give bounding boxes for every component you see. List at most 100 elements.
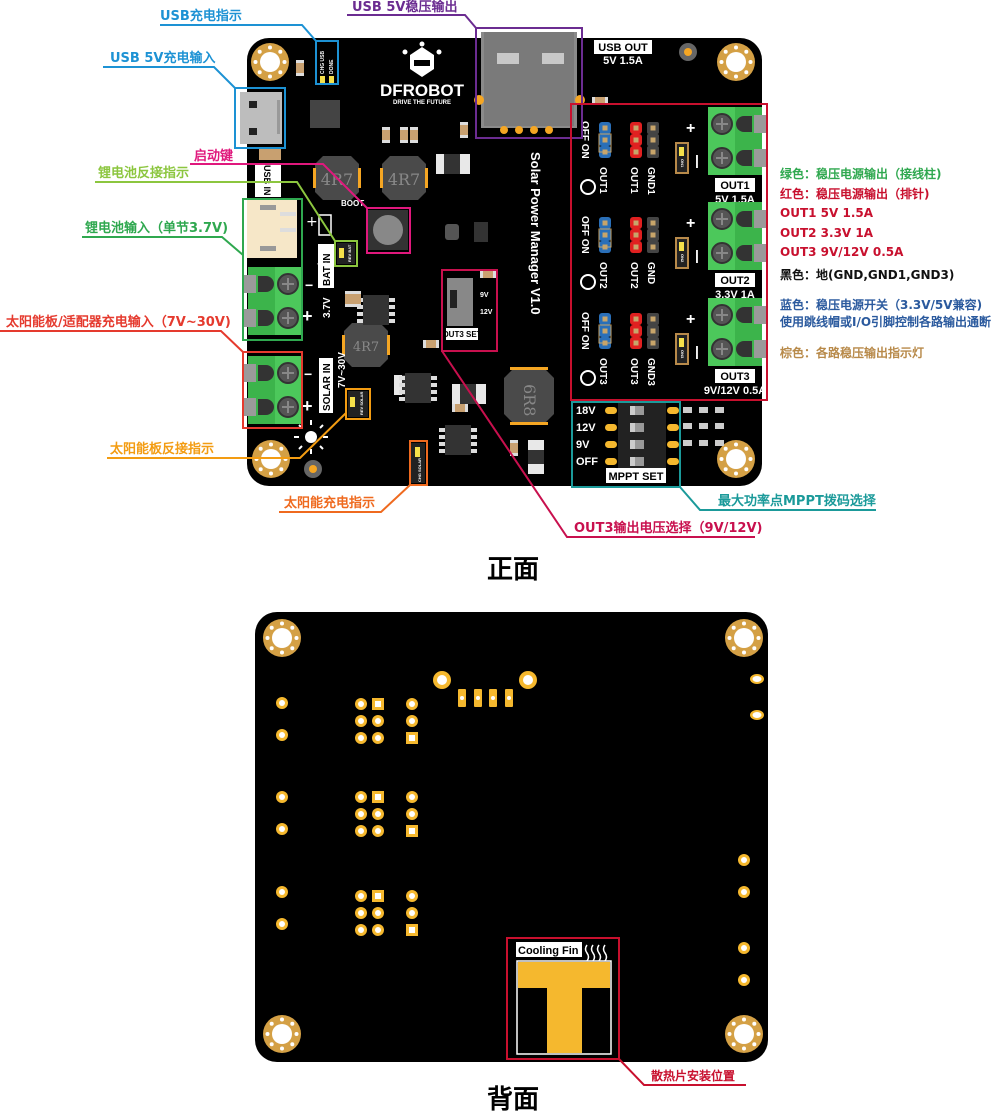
cooling-fin-annotation-box [506,937,620,1060]
output-header-pin[interactable] [630,325,642,337]
output-terminal [707,297,769,367]
done-label: DONE [329,59,335,74]
heat-icon [584,944,608,962]
battery-jst-connector [247,200,297,258]
legend-item: OUT1 5V 1.5A [780,206,874,220]
minus-sign: − [304,366,312,382]
gnd-header-pin[interactable] [647,217,659,229]
annotation-usb-output: USB 5V稳压输出 [347,0,583,139]
micro-usb-port [240,92,282,144]
gnd-header-pin[interactable] [647,241,659,253]
battery-terminal [241,266,303,336]
header-pad [355,890,367,902]
off-on-label: OFF ON [579,121,590,159]
plus-sign: + [686,215,695,232]
mppt-option[interactable]: 9V [576,439,679,451]
mppt-option[interactable]: OFF [576,456,679,468]
usb-out-spec: 5V 1.5A [603,55,643,67]
gnd-header-pin[interactable] [647,325,659,337]
gnd-header-pin[interactable] [647,146,659,158]
enable-header-pin[interactable] [599,122,611,134]
header-pad [372,698,384,710]
through-hole-pad [276,697,288,709]
out3-set-label: OUT3 SET [442,330,481,339]
out3-12v-label: 12V [480,309,493,316]
through-hole-pad [738,886,750,898]
output-led-label: ON3 [680,350,685,359]
output-header-pin[interactable] [630,313,642,325]
annotation-solar-input: 太阳能板/适配器充电输入（7V~30V) [0,314,303,429]
boot-button[interactable] [368,210,408,250]
gnd-header-pin[interactable] [647,313,659,325]
solar-range-label: 7V~30V [337,352,348,388]
output-header-pin[interactable] [630,229,642,241]
gnd-header-pin[interactable] [647,337,659,349]
gnd-header-pin[interactable] [647,229,659,241]
chg-solar-label: CHG SOLAR [417,458,422,482]
bat-in-label: BAT IN [322,253,333,286]
mppt-dip-switch[interactable]: 18V 12V 9V OFF [576,403,679,475]
annotation-solar-reverse: 太阳能板反接指示 [107,388,371,459]
enable-header-pin[interactable] [599,217,611,229]
through-hole-pad [276,823,288,835]
solar-terminal [241,355,303,425]
enable-header-pin[interactable] [599,229,611,241]
gnd-header-pin[interactable] [647,122,659,134]
header-pad [406,732,418,744]
output-header-pin[interactable] [630,241,642,253]
header-pad [355,698,367,710]
output-header-pin[interactable] [630,146,642,158]
enable-header-pin[interactable] [599,313,611,325]
output-header-pin[interactable] [630,122,642,134]
mppt-option-label: 12V [576,422,596,434]
gnd-header-label: GND1 [645,167,656,195]
mounting-hole [251,43,289,81]
output-terminal [707,106,769,176]
inductor-label: 4R7 [321,170,353,189]
out3-select-label: OUT3输出电压选择（9V/12V) [574,520,762,536]
legend-item: 棕色：各路稳压输出指示灯 [779,345,924,360]
enable-header-pin[interactable] [599,134,611,146]
legend-item: OUT2 3.3V 1A [780,226,874,240]
header-pad [372,825,384,837]
mounting-hole [263,619,301,657]
annotation-solar-charge: 太阳能充电指示 [279,440,428,513]
inductor-large [504,367,554,425]
enable-header-pin[interactable] [599,325,611,337]
usb-output-label: USB 5V稳压输出 [352,0,457,15]
battery-reverse-led: REV BAT [337,243,355,264]
mppt-set-label-bg [606,468,666,483]
header-pad [355,924,367,936]
mounting-hole [725,619,763,657]
outputs-annotation-box [570,103,768,401]
header-pad [406,907,418,919]
out3-voltage-switch[interactable] [447,278,473,326]
output-header-pin[interactable] [630,217,642,229]
output-header-pin[interactable] [630,337,642,349]
sun-icon [294,420,328,454]
output-led-label: ON2 [680,254,685,263]
annotation-usb-input: USB 5V充电输入 [103,50,286,149]
mppt-option[interactable]: 18V [576,405,679,417]
annotation-battery-reverse: 锂电池反接指示 [95,165,358,267]
minus-sign: | [695,247,699,263]
mounting-hole [725,1015,763,1053]
header-pad [372,732,384,744]
cooling-fin-area: Cooling Fin [516,942,612,1055]
output-spec: 9V/12V 0.5A [704,385,766,397]
plus-sign: + [302,306,313,326]
output-header-pin[interactable] [630,134,642,146]
plus-sign: + [306,214,318,230]
annotation-out3-select: OUT3输出电压选择（9V/12V) [441,269,762,538]
inductor-label: 4R7 [353,340,379,355]
mppt-set-label: MPPT SET [608,471,663,483]
out3-9v-label: 9V [480,292,489,299]
header-pad [355,808,367,820]
battery-reverse-label: 锂电池反接指示 [98,165,189,181]
gnd-header-pin[interactable] [647,134,659,146]
mppt-option[interactable]: 12V [576,422,679,434]
usb-in-label-bg [255,163,281,197]
header-pad [372,791,384,803]
